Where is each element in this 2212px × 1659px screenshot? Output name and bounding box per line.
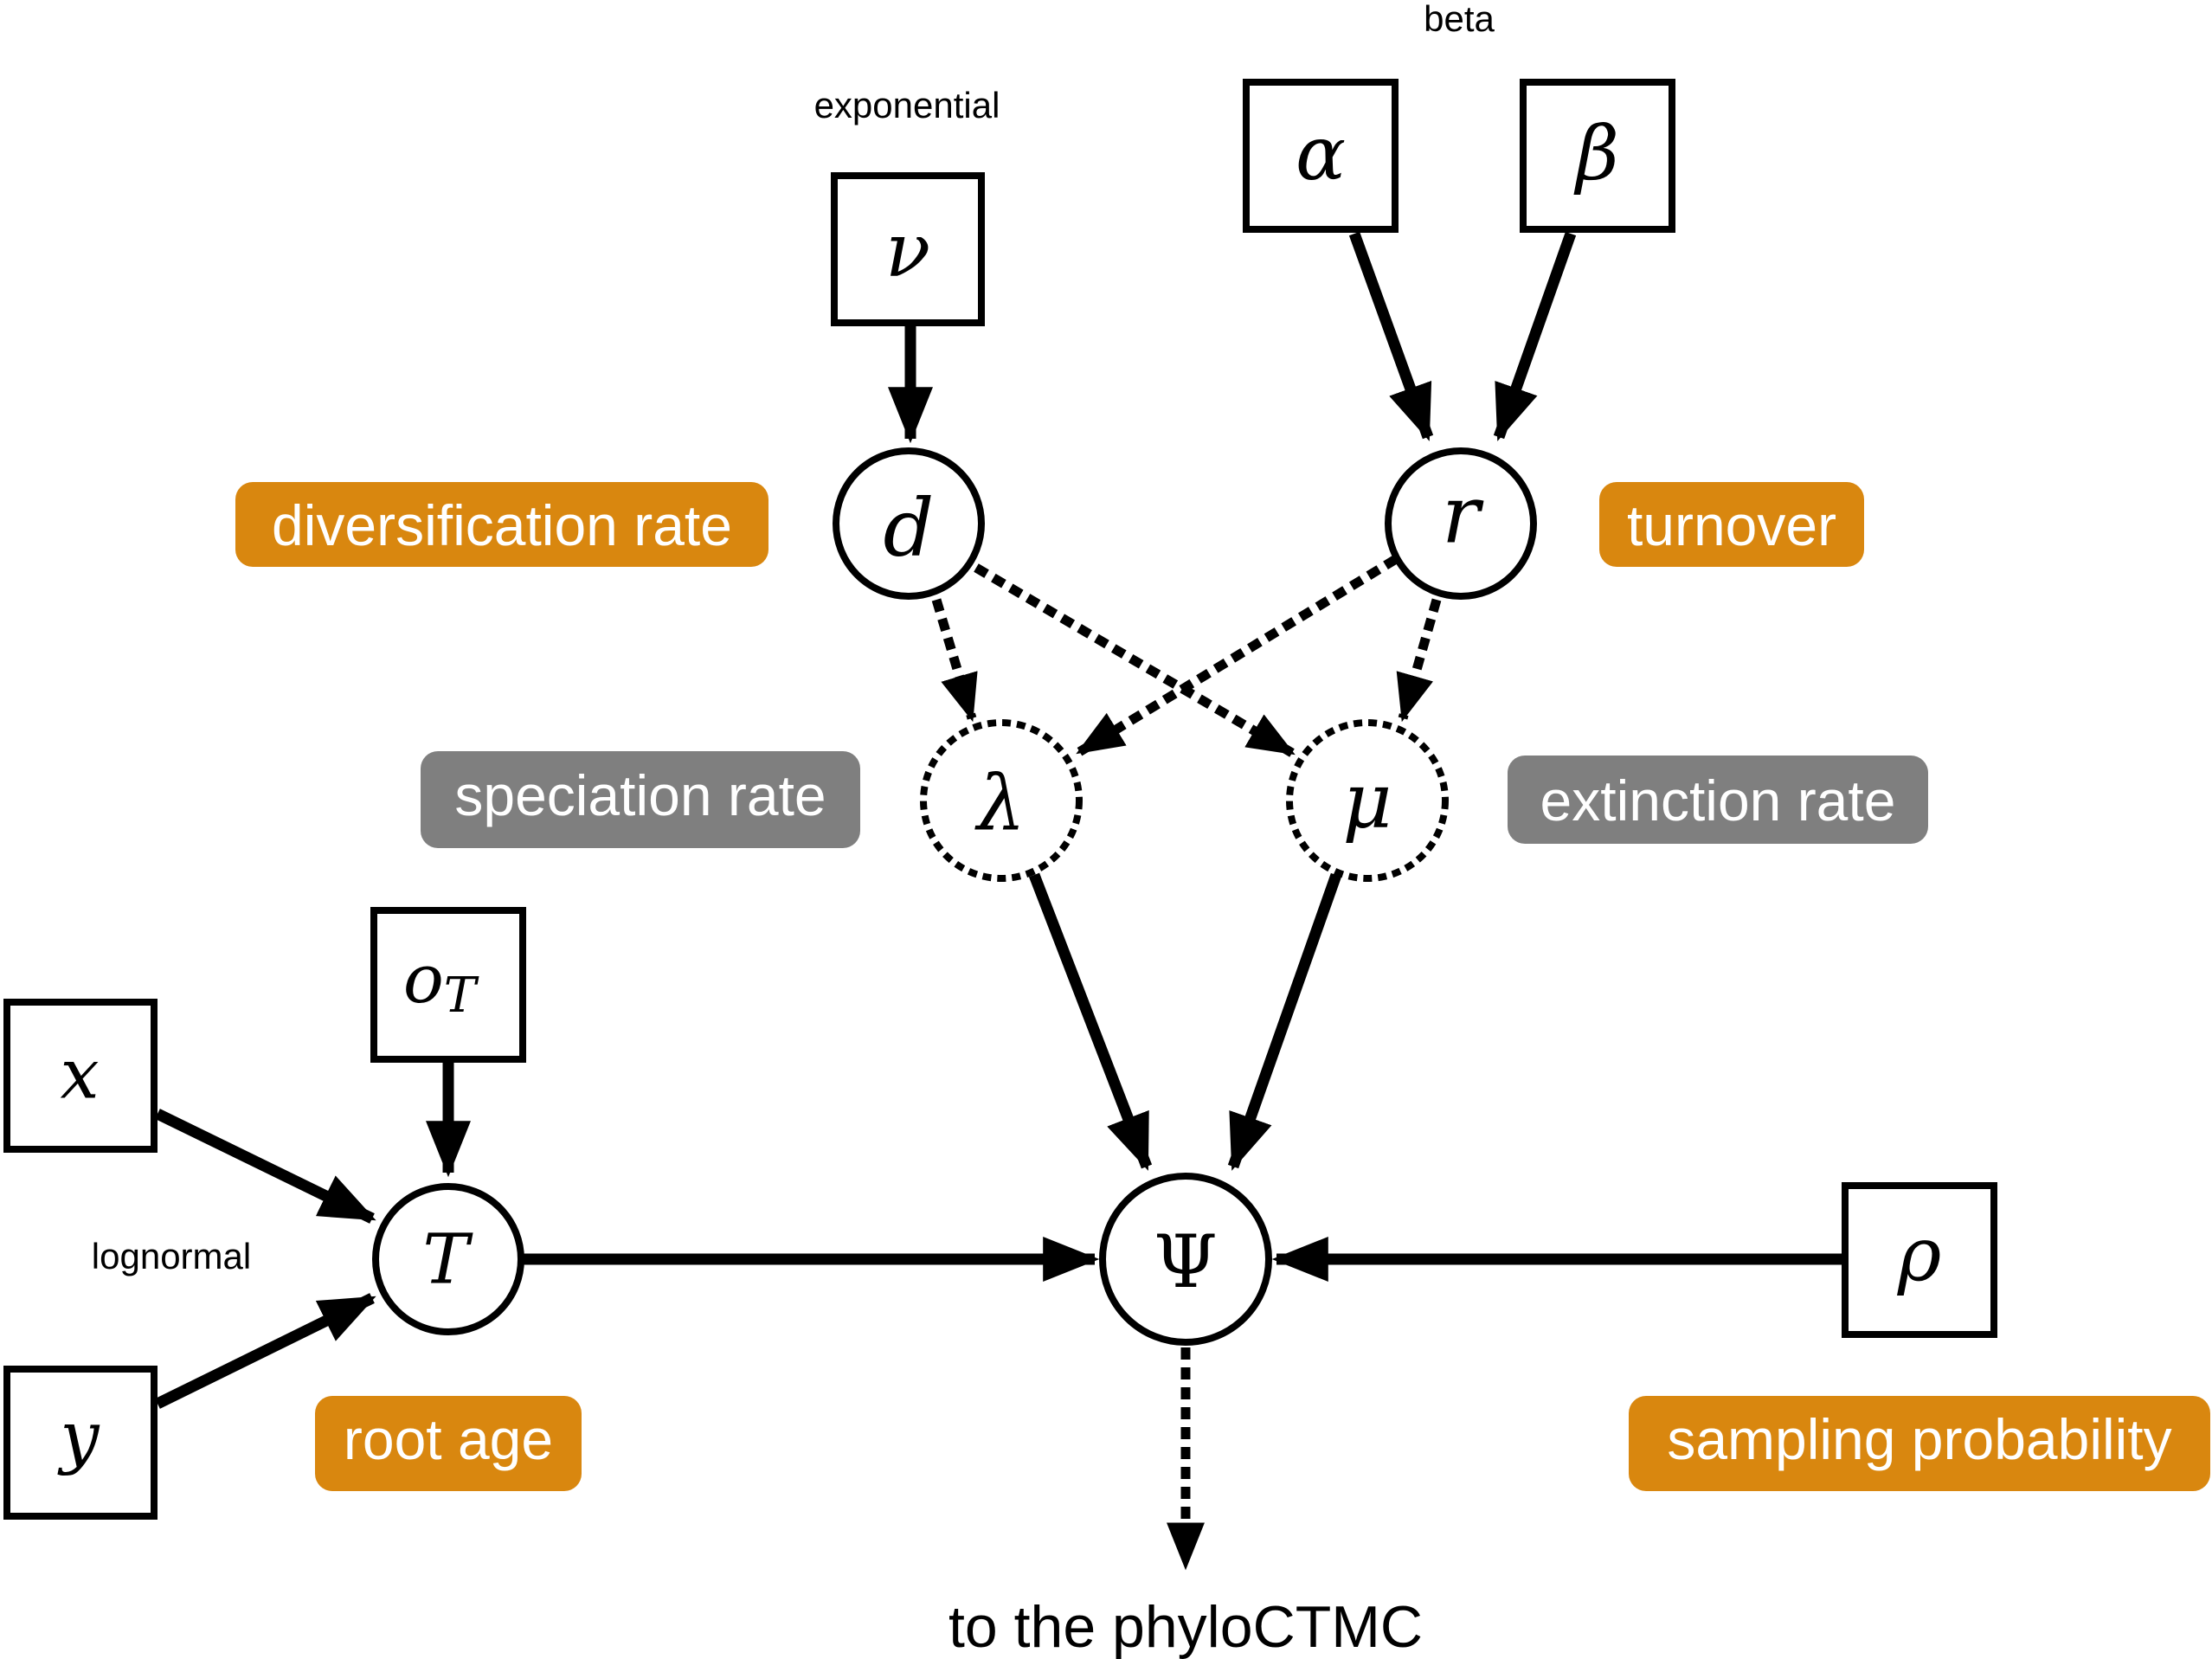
node-alpha-symbol: α <box>1296 111 1346 197</box>
edge-lambda-to-psi <box>1028 872 1153 1171</box>
node-psi: Ψ <box>1099 1173 1272 1346</box>
svg-text:oT: oT <box>403 941 479 1024</box>
node-lambda: λ <box>920 719 1083 882</box>
tag-diversification-rate-label: diversification rate <box>272 493 732 557</box>
edge-d-to-lambda <box>931 598 978 723</box>
distribution-labels: exponential beta lognormal <box>92 0 1495 1276</box>
tag-diversification-rate: diversification rate <box>235 482 768 567</box>
node-oT: oT <box>370 907 526 1063</box>
beta-label: beta <box>1424 0 1495 39</box>
edge-alpha-to-r <box>1348 231 1434 441</box>
node-rho: ρ <box>1842 1182 1997 1338</box>
node-y: y <box>3 1366 158 1520</box>
node-x-symbol: x <box>60 1034 99 1115</box>
tag-speciation-rate: speciation rate <box>421 751 860 848</box>
node-oT-subscript: T <box>444 968 479 1024</box>
node-r: r <box>1385 447 1537 600</box>
node-mu-symbol: μ <box>1342 756 1392 846</box>
tag-turnover: turnover <box>1599 482 1864 567</box>
node-alpha: α <box>1243 79 1399 233</box>
edge-r-to-lambda <box>1076 555 1399 756</box>
edge-mu-to-psi <box>1227 872 1342 1171</box>
edge-y-to-T <box>155 1293 376 1409</box>
node-y-symbol: y <box>57 1397 100 1477</box>
edge-beta-to-r <box>1493 231 1577 441</box>
edge-r-to-mu <box>1396 598 1442 723</box>
tag-root-age: root age <box>315 1396 582 1491</box>
node-beta-symbol: β <box>1573 111 1619 197</box>
node-T: T <box>372 1183 524 1335</box>
exponential-label: exponential <box>814 85 1000 125</box>
deterministic-nodes: λ μ <box>920 719 1449 882</box>
tag-sampling-probability-label: sampling probability <box>1667 1407 2171 1471</box>
stochastic-nodes: d r T Ψ <box>372 447 1537 1346</box>
tag-turnover-label: turnover <box>1627 493 1836 557</box>
lognormal-label: lognormal <box>92 1236 251 1276</box>
tags: diversification rate turnover speciation… <box>235 482 2210 1491</box>
node-nu: ν <box>831 172 985 326</box>
output-label: to the phyloCTMC <box>948 1594 1423 1659</box>
edge-d-to-mu <box>974 563 1296 757</box>
tag-extinction-rate-label: extinction rate <box>1540 768 1896 833</box>
node-psi-symbol: Ψ <box>1154 1219 1218 1304</box>
node-nu-symbol: ν <box>885 208 930 294</box>
node-T-symbol: T <box>422 1219 473 1300</box>
node-rho-symbol: ρ <box>1897 1212 1942 1298</box>
edge-x-to-T <box>155 1109 376 1224</box>
node-r-symbol: r <box>1442 469 1484 562</box>
constant-nodes: ν α β oT x y ρ <box>3 79 1997 1520</box>
edges <box>155 231 1842 1571</box>
node-beta: β <box>1520 79 1675 233</box>
tag-sampling-probability: sampling probability <box>1629 1396 2210 1491</box>
node-lambda-symbol: λ <box>974 759 1026 848</box>
node-mu: μ <box>1286 719 1449 882</box>
node-x: x <box>3 999 158 1153</box>
tag-speciation-rate-label: speciation rate <box>454 763 826 827</box>
node-d-symbol: d <box>884 482 935 575</box>
tag-root-age-label: root age <box>344 1407 553 1471</box>
tag-extinction-rate: extinction rate <box>1508 756 1928 844</box>
node-oT-base: o <box>403 941 444 1019</box>
node-d: d <box>833 447 985 600</box>
